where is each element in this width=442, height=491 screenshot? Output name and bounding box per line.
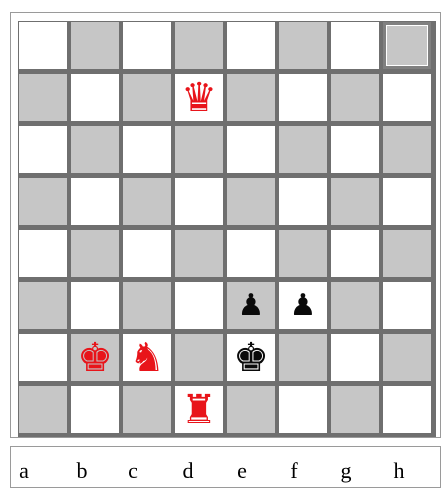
square-g3[interactable] xyxy=(331,282,379,329)
square-e3[interactable]: ♟ xyxy=(227,282,275,329)
square-h5[interactable] xyxy=(383,178,431,225)
square-d6[interactable] xyxy=(175,126,223,173)
square-h6[interactable] xyxy=(383,126,431,173)
square-c5[interactable] xyxy=(123,178,171,225)
square-f2[interactable] xyxy=(279,334,327,381)
chess-board: ♛ ♟ ♟ ♚ ♞ ♚ ♜ xyxy=(18,21,436,437)
square-g7[interactable] xyxy=(331,74,379,121)
square-b5[interactable] xyxy=(71,178,119,225)
square-g6[interactable] xyxy=(331,126,379,173)
square-a5[interactable] xyxy=(19,178,67,225)
square-c3[interactable] xyxy=(123,282,171,329)
square-d5[interactable] xyxy=(175,178,223,225)
square-c6[interactable] xyxy=(123,126,171,173)
square-c2[interactable]: ♞ xyxy=(123,334,171,381)
square-c1[interactable] xyxy=(123,386,171,433)
square-b1[interactable] xyxy=(71,386,119,433)
square-e1[interactable] xyxy=(227,386,275,433)
square-a2[interactable] xyxy=(19,334,67,381)
red-queen-icon[interactable]: ♛ xyxy=(181,78,217,118)
red-king-icon[interactable]: ♚ xyxy=(77,338,113,378)
square-g4[interactable] xyxy=(331,230,379,277)
square-f3[interactable]: ♟ xyxy=(279,282,327,329)
square-g5[interactable] xyxy=(331,178,379,225)
square-a3[interactable] xyxy=(19,282,67,329)
square-c8[interactable] xyxy=(123,22,171,69)
square-b7[interactable] xyxy=(71,74,119,121)
square-a8[interactable] xyxy=(19,22,67,69)
file-label-e: e xyxy=(232,458,252,484)
file-label-a: a xyxy=(14,458,34,484)
square-d8[interactable] xyxy=(175,22,223,69)
square-b2[interactable]: ♚ xyxy=(71,334,119,381)
square-e4[interactable] xyxy=(227,230,275,277)
square-a6[interactable] xyxy=(19,126,67,173)
square-e7[interactable] xyxy=(227,74,275,121)
square-c4[interactable] xyxy=(123,230,171,277)
square-f6[interactable] xyxy=(279,126,327,173)
square-f7[interactable] xyxy=(279,74,327,121)
square-e2[interactable]: ♚ xyxy=(227,334,275,381)
square-d1[interactable]: ♜ xyxy=(175,386,223,433)
square-d4[interactable] xyxy=(175,230,223,277)
square-d7[interactable]: ♛ xyxy=(175,74,223,121)
black-pawn-icon[interactable]: ♟ xyxy=(290,291,317,321)
square-b6[interactable] xyxy=(71,126,119,173)
square-b4[interactable] xyxy=(71,230,119,277)
square-a1[interactable] xyxy=(19,386,67,433)
square-h1[interactable] xyxy=(383,386,431,433)
square-e6[interactable] xyxy=(227,126,275,173)
file-label-g: g xyxy=(336,458,356,484)
square-d3[interactable] xyxy=(175,282,223,329)
square-f4[interactable] xyxy=(279,230,327,277)
red-knight-icon[interactable]: ♞ xyxy=(129,338,165,378)
black-pawn-icon[interactable]: ♟ xyxy=(238,291,265,321)
square-f5[interactable] xyxy=(279,178,327,225)
file-label-c: c xyxy=(123,458,143,484)
square-d2[interactable] xyxy=(175,334,223,381)
square-h2[interactable] xyxy=(383,334,431,381)
square-g2[interactable] xyxy=(331,334,379,381)
square-b3[interactable] xyxy=(71,282,119,329)
black-king-icon[interactable]: ♚ xyxy=(233,338,269,378)
square-h3[interactable] xyxy=(383,282,431,329)
square-a7[interactable] xyxy=(19,74,67,121)
square-h4[interactable] xyxy=(383,230,431,277)
square-c7[interactable] xyxy=(123,74,171,121)
square-h8[interactable] xyxy=(383,22,431,69)
file-label-d: d xyxy=(178,458,198,484)
file-label-f: f xyxy=(284,458,304,484)
square-h7[interactable] xyxy=(383,74,431,121)
square-g1[interactable] xyxy=(331,386,379,433)
square-e5[interactable] xyxy=(227,178,275,225)
file-label-h: h xyxy=(389,458,409,484)
square-b8[interactable] xyxy=(71,22,119,69)
square-f8[interactable] xyxy=(279,22,327,69)
file-label-b: b xyxy=(72,458,92,484)
square-e8[interactable] xyxy=(227,22,275,69)
square-a4[interactable] xyxy=(19,230,67,277)
square-f1[interactable] xyxy=(279,386,327,433)
red-rook-icon[interactable]: ♜ xyxy=(181,390,217,430)
square-g8[interactable] xyxy=(331,22,379,69)
